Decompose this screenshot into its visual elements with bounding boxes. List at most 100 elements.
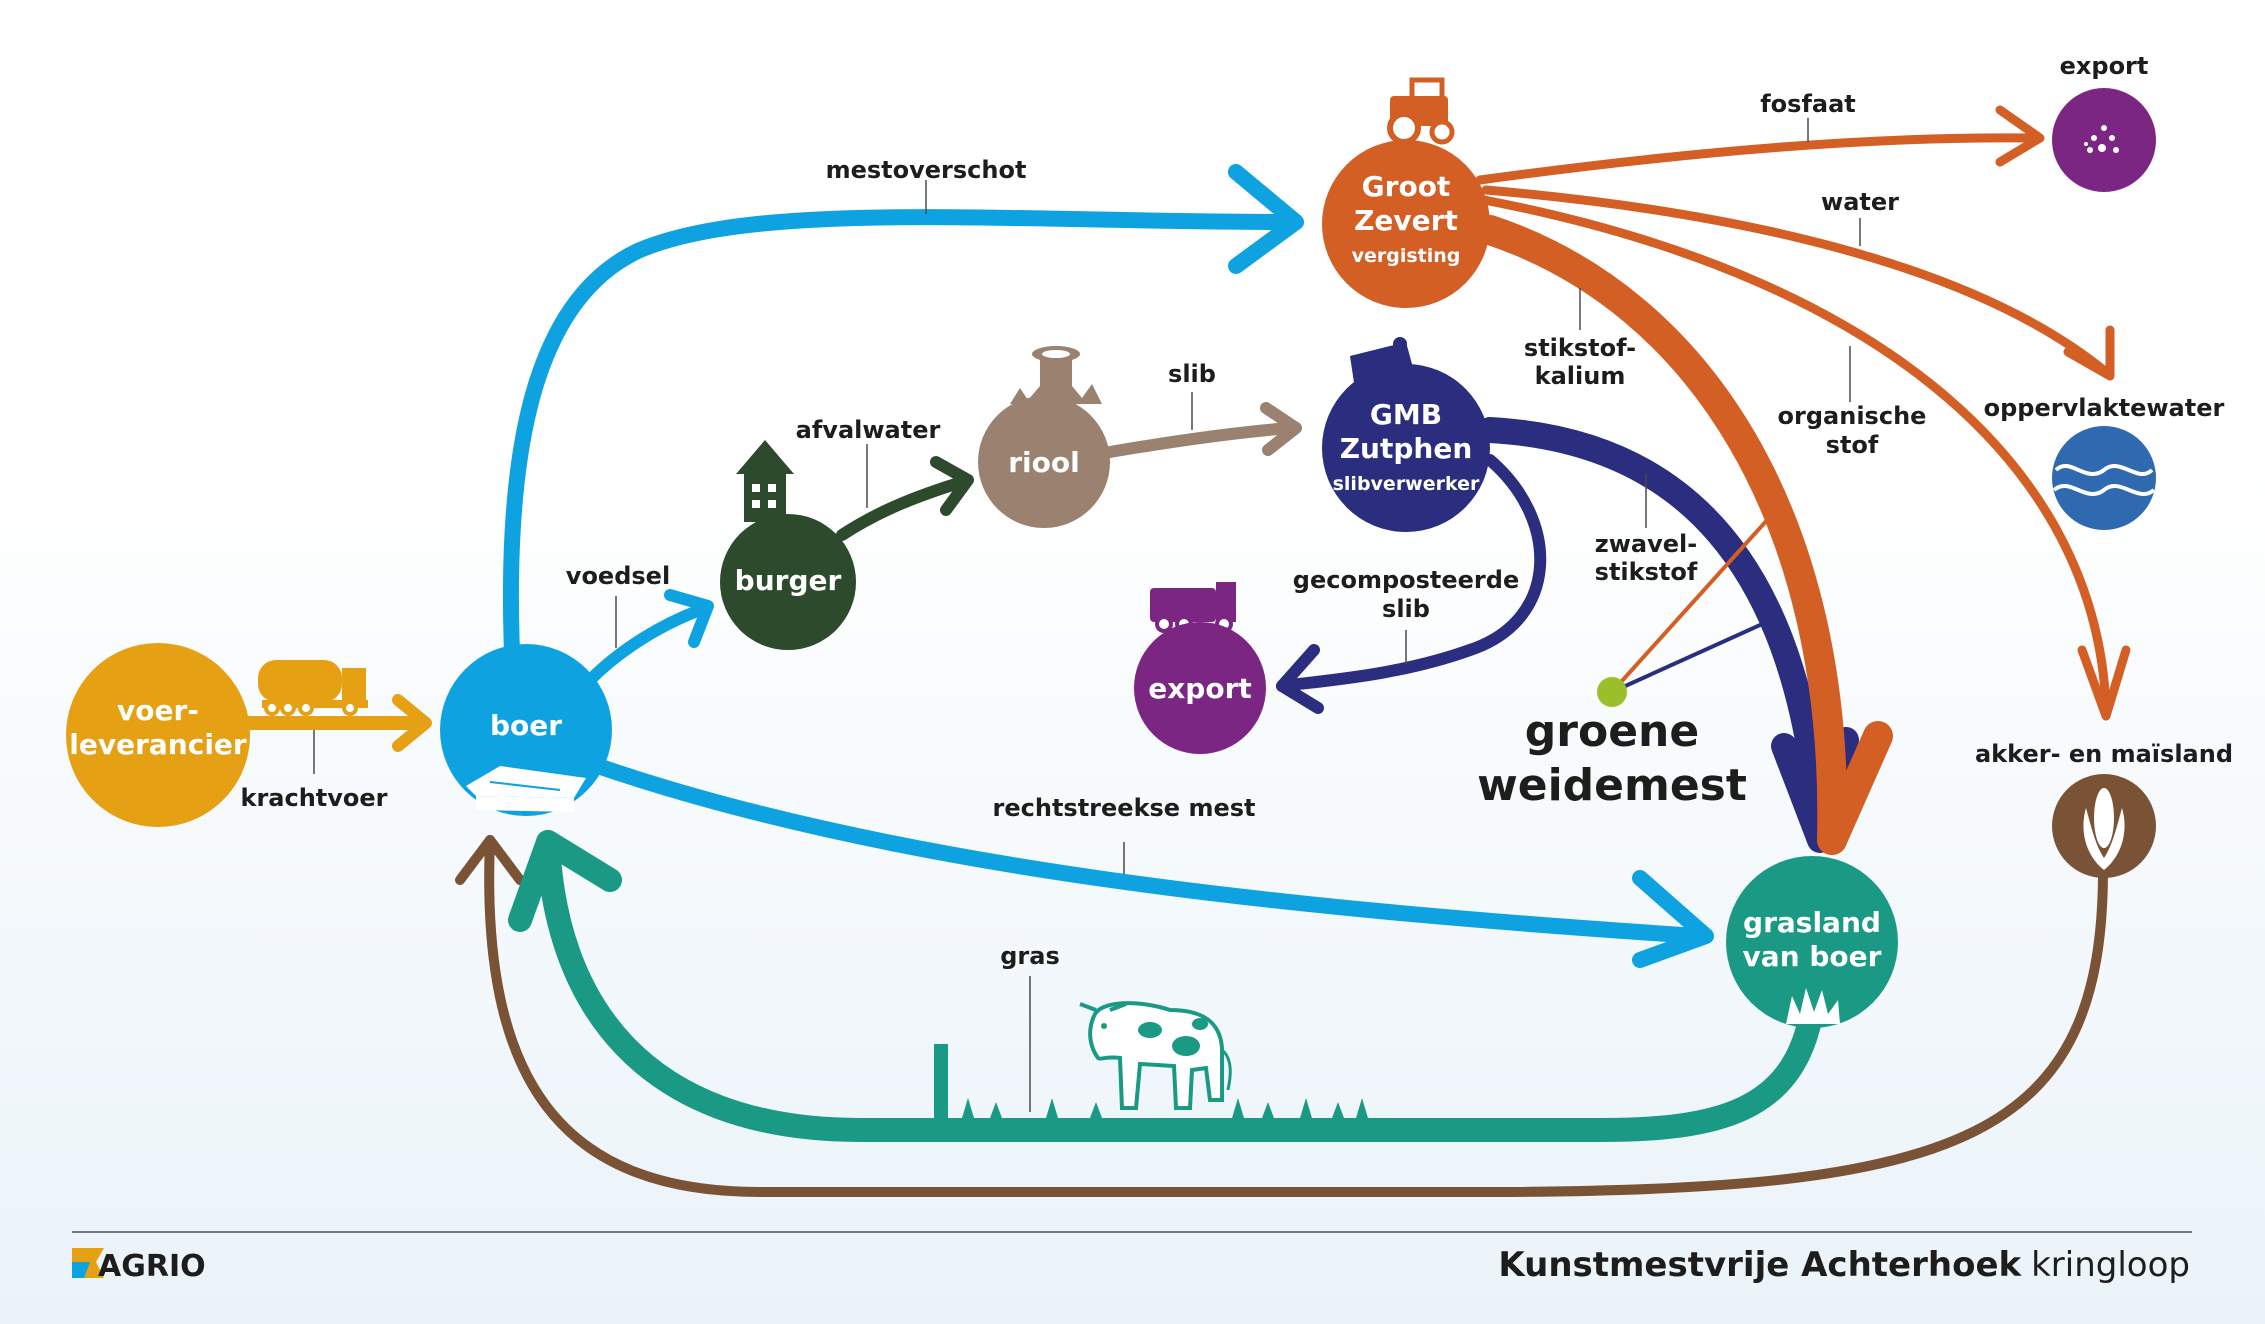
- label-slib: slib: [1168, 360, 1216, 388]
- label-akker: akker- en maïsland: [1975, 740, 2233, 768]
- corn-icon: [2083, 788, 2125, 870]
- node-burger: burger: [720, 440, 856, 650]
- footer-title-regular: kringloop: [2031, 1245, 2190, 1285]
- groene-weidemest: groene weidemest: [1477, 706, 1747, 811]
- flow-gecomposteerde-slib-head: [1276, 644, 1324, 714]
- label-stikstof-kalium-1: stikstof-: [1524, 334, 1636, 362]
- flow-fosfaat-head: [1995, 105, 2045, 167]
- groene-weidemest-line1: groene: [1525, 706, 1699, 757]
- flow-afvalwater: [836, 476, 968, 541]
- node-oppervlaktewater: [2052, 426, 2156, 530]
- label-mestoverschot: mestoverschot: [826, 156, 1027, 184]
- node-grasland-line2: van boer: [1743, 940, 1882, 973]
- flow-afvalwater-head: [930, 456, 974, 516]
- house-icon: [736, 440, 794, 522]
- node-voerleverancier: voer- leverancier: [66, 643, 250, 827]
- flow-stikstof-kalium: [1475, 215, 1848, 855]
- flow-organische-stof-head: [2077, 645, 2131, 721]
- cow-icon: [1079, 1001, 1232, 1110]
- flow-gras: [536, 830, 1822, 1142]
- label-gras: gras: [1000, 942, 1060, 970]
- node-export-slib: export: [1134, 582, 1266, 754]
- flow-voedsel: [584, 604, 706, 686]
- weidemest-line-orange: [1610, 506, 1780, 694]
- flow-voedsel-head: [664, 589, 714, 648]
- flow-labels: mestoverschot voedsel afvalwater slib fo…: [240, 52, 2233, 970]
- label-krachtvoer: krachtvoer: [240, 784, 387, 812]
- flow-akker-to-boer-head: [455, 835, 525, 885]
- barn-icon: [466, 766, 586, 812]
- label-organische-stof-1: organische: [1778, 402, 1927, 430]
- node-groot-zevert-sub: vergisting: [1352, 245, 1461, 267]
- weidemest-dot: [1597, 677, 1627, 707]
- leader-lines: [313, 118, 1861, 1112]
- flow-gras-head: [508, 830, 622, 932]
- node-grasland-line1: grasland: [1743, 906, 1881, 939]
- flow-water: [1481, 185, 2111, 377]
- label-organische-stof-2: stof: [1826, 431, 1879, 459]
- label-rechtstreekse-mest: rechtstreekse mest: [993, 794, 1256, 822]
- node-grasland: grasland van boer: [1726, 856, 1898, 1028]
- agrio-logo: AGRIO: [72, 1248, 206, 1284]
- grass-tuft-icon: [1786, 988, 1840, 1024]
- export-dots-icon: [2084, 125, 2119, 153]
- groene-weidemest-line2: weidemest: [1477, 760, 1747, 811]
- node-gmb-zutphen: GMB Zutphen slibverwerker: [1322, 337, 1490, 532]
- flow-rechtstreekse-mest: [587, 757, 1706, 944]
- node-burger-label: burger: [735, 564, 842, 597]
- flow-akker-to-boer: [484, 835, 2108, 1197]
- node-riool-label: riool: [1008, 446, 1079, 479]
- flow-organische-stof: [1479, 195, 2111, 717]
- node-boer: boer: [440, 644, 612, 816]
- node-voerleverancier-line2: leverancier: [69, 728, 247, 761]
- label-oppervlaktewater: oppervlaktewater: [1984, 394, 2225, 422]
- label-fosfaat: fosfaat: [1760, 90, 1856, 118]
- sewer-pipe-icon: [1010, 346, 1102, 404]
- flow-arrows: [233, 105, 2131, 1197]
- flow-krachtvoer-head: [392, 694, 432, 752]
- label-gecomposteerde-1: gecomposteerde: [1293, 566, 1519, 594]
- node-groot-zevert: Groot Zevert vergisting: [1322, 77, 1490, 308]
- waves-icon: [2052, 463, 2156, 497]
- label-afvalwater: afvalwater: [796, 416, 941, 444]
- node-groot-zevert-line1: Groot: [1362, 170, 1451, 203]
- flow-slib-head: [1260, 402, 1302, 456]
- fence-post-icon: [934, 1044, 948, 1118]
- node-groot-zevert-line2: Zevert: [1354, 204, 1458, 237]
- label-zwavel-stikstof-1: zwavel-: [1595, 530, 1697, 558]
- flow-slib: [1104, 422, 1296, 458]
- flow-zwavel-stikstof: [1477, 417, 1833, 848]
- footer-title-bold: Kunstmestvrije Achterhoek: [1498, 1245, 2022, 1285]
- node-gmb-line2: Zutphen: [1340, 432, 1473, 465]
- agrio-logo-text: AGRIO: [98, 1249, 206, 1284]
- flow-water-head: [2063, 325, 2115, 381]
- flow-rechtstreekse-mest-head: [1632, 870, 1714, 968]
- label-export-top: export: [2060, 52, 2149, 80]
- label-zwavel-stikstof-2: stikstof: [1595, 558, 1698, 586]
- node-akker: [2052, 774, 2156, 878]
- label-stikstof-kalium-2: kalium: [1535, 362, 1626, 390]
- flow-mestoverschot: [502, 209, 1298, 660]
- node-gmb-sub: slibverwerker: [1333, 473, 1480, 495]
- node-export-slib-label: export: [1148, 672, 1252, 705]
- node-export-top: [2052, 88, 2156, 192]
- pasture-scene: [934, 1001, 1368, 1118]
- flow-gecomposteerde-slib: [1276, 454, 1547, 692]
- node-boer-label: boer: [490, 709, 562, 742]
- flow-fosfaat: [1475, 133, 2041, 185]
- weidemest-line-navy: [1611, 614, 1781, 694]
- node-riool: riool: [978, 346, 1110, 528]
- node-gmb-line1: GMB: [1370, 398, 1442, 431]
- grass-row-icon: [962, 1098, 1368, 1118]
- label-gecomposteerde-2: slib: [1382, 595, 1430, 623]
- flow-stikstof-kalium-head: [1817, 721, 1893, 855]
- tanker-truck-icon: [258, 660, 368, 716]
- label-water: water: [1821, 188, 1899, 216]
- label-voedsel: voedsel: [566, 562, 670, 590]
- node-voerleverancier-line1: voer-: [117, 694, 199, 727]
- flow-mestoverschot-head: [1228, 164, 1304, 274]
- tractor-icon: [1387, 77, 1455, 145]
